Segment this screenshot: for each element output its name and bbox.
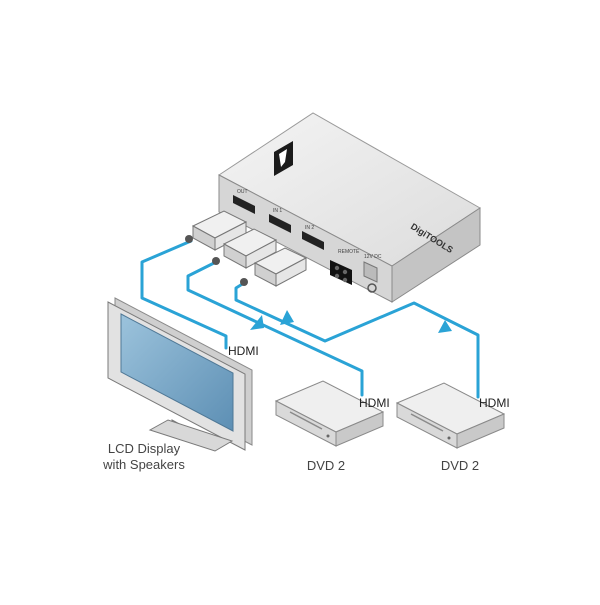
cable-in1-from-dvd1 (186, 260, 364, 397)
port-out-label: OUT (237, 189, 248, 195)
port-remote-label: REMOTE (338, 249, 360, 255)
arrow-icon (438, 320, 452, 333)
kramer-logo (274, 141, 293, 176)
port-out: OUT (233, 189, 255, 214)
hdmi-cables (140, 239, 480, 399)
arrow-icon (280, 310, 294, 325)
cable-in2-from-dvd2 (234, 281, 480, 399)
port-in1-label: IN 1 (273, 208, 282, 214)
hdmi-plug-in2 (240, 247, 308, 287)
port-in2-label: IN 2 (305, 225, 314, 231)
hdmi-label-display: HDMI (228, 344, 259, 358)
arrow-icon (250, 315, 264, 330)
hdmi-switcher: DigiTOOLS OUT IN 1 IN 2 REMOTE 12V DC (218, 112, 481, 303)
hdmi-plug-in1 (212, 228, 278, 269)
display-caption-line1: LCD Display (107, 441, 181, 456)
dvd-player-2 (395, 382, 506, 449)
cable-out-to-display (140, 239, 228, 350)
remote-terminal: REMOTE (330, 249, 360, 285)
display-base (148, 419, 234, 452)
hdmi-label-dvd1: HDMI (359, 396, 390, 410)
display-caption-line2: with Speakers (103, 457, 185, 472)
dvd1-caption: DVD 2 (306, 458, 346, 473)
port-in1: IN 1 (269, 208, 291, 233)
switcher-side (391, 207, 481, 303)
display-caption: LCD Display with Speakers (86, 441, 202, 473)
power-jack: 12V DC (363, 254, 382, 293)
dvd2-caption: DVD 2 (440, 458, 480, 473)
signal-arrows (250, 310, 452, 333)
port-power-label: 12V DC (364, 254, 382, 260)
port-in2: IN 2 (302, 225, 324, 250)
dvd-player-1 (274, 380, 385, 447)
hdmi-label-dvd2: HDMI (479, 396, 510, 410)
display-screen (120, 313, 234, 432)
lcd-display (107, 297, 253, 452)
hdmi-plug-out (185, 210, 248, 251)
